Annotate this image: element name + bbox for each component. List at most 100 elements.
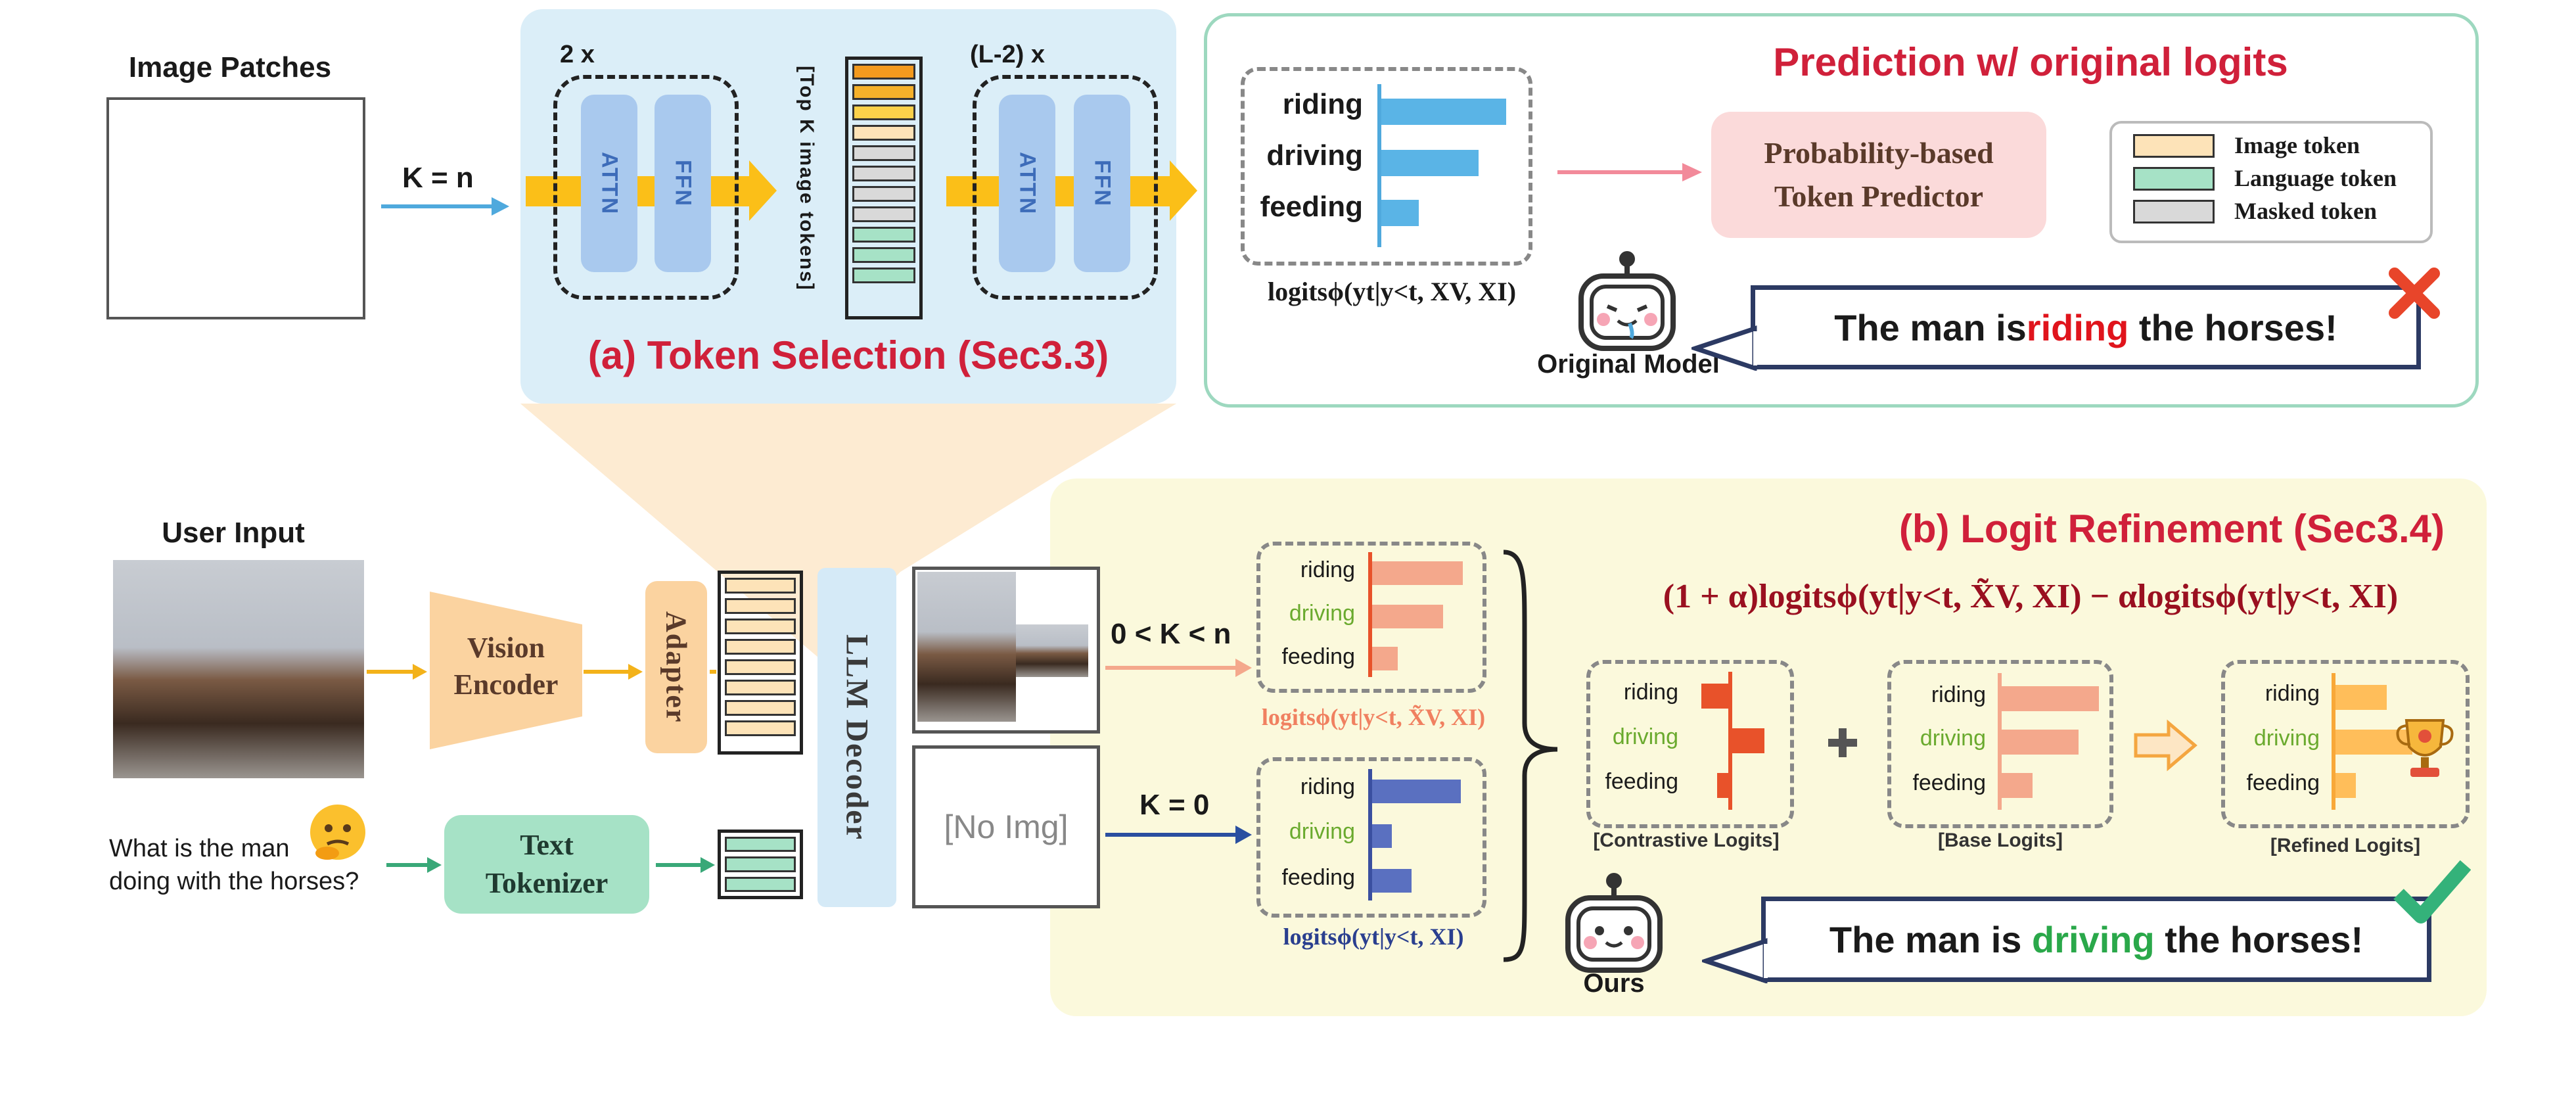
base-logits-label: logitsϕ(yt|y<t, XI) bbox=[1283, 924, 1464, 950]
token-predictor-line-1: Probability-based bbox=[1764, 136, 1994, 170]
llm-decoder-block: LLM Decoder bbox=[817, 568, 896, 907]
legend-swatch-masked bbox=[2133, 200, 2215, 223]
prediction-logits-label: logitsϕ(yt|y<t, XV, XI) bbox=[1267, 277, 1517, 306]
base-bar-axis bbox=[1998, 673, 2002, 810]
contrastive-logits-caption: [Contrastive Logits] bbox=[1593, 830, 1780, 851]
refined-logits-caption: [Refined Logits] bbox=[2270, 835, 2421, 856]
refined-bar-feeding bbox=[2335, 773, 2356, 798]
contrastive-bar-feeding bbox=[1717, 773, 1730, 798]
masked-image-patches bbox=[917, 572, 1016, 722]
masked-image-patches-right bbox=[1016, 624, 1088, 677]
thinking-face-icon bbox=[310, 805, 365, 860]
legend-swatch-language bbox=[2133, 167, 2215, 191]
user-question-line-2: doing with the horses? bbox=[109, 868, 359, 895]
vision-encoder-line-2: Encoder bbox=[453, 668, 559, 701]
correct-check-icon bbox=[2393, 860, 2471, 924]
base-bar-driving bbox=[2002, 730, 2079, 755]
noimg-bar-label-2: driving bbox=[1289, 819, 1355, 844]
legend-swatch-image bbox=[2133, 134, 2215, 158]
legend-label-language: Language token bbox=[2234, 165, 2397, 191]
user-question-line-1: What is the man bbox=[109, 835, 290, 862]
adapter-block: Adapter bbox=[645, 581, 707, 753]
legend-label-masked: Masked token bbox=[2234, 198, 2378, 224]
masked-bar-axis bbox=[1368, 552, 1372, 677]
ours-answer-bubble: The man is driving the horses! bbox=[1761, 897, 2431, 982]
contrastive-bar-label-2: driving bbox=[1612, 724, 1678, 749]
attn-block-first: ATTN bbox=[581, 95, 637, 272]
no-image-box: [No Img] bbox=[912, 745, 1100, 908]
image-token-column bbox=[718, 571, 803, 755]
masked-bar-label-2: driving bbox=[1289, 601, 1355, 626]
vision-encoder-label: Vision Encoder bbox=[430, 630, 582, 703]
refined-logits-chart: riding driving feeding bbox=[2221, 660, 2470, 828]
legend-label-image: Image token bbox=[2234, 132, 2360, 158]
original-model-label: Original Model bbox=[1537, 350, 1720, 379]
ours-answer-word: driving bbox=[2032, 918, 2155, 960]
token-predictor-box: Probability-based Token Predictor bbox=[1711, 112, 2046, 238]
attn-block-second: ATTN bbox=[999, 95, 1055, 272]
masked-bar-feeding bbox=[1372, 647, 1398, 670]
vision-encoder-line-1: Vision bbox=[467, 632, 545, 664]
language-token-column bbox=[718, 830, 803, 899]
refined-logits-box bbox=[2221, 660, 2470, 828]
pred-bar-riding bbox=[1381, 99, 1506, 125]
base-logits-box-2 bbox=[1887, 660, 2113, 828]
ffn-block-second: FFN bbox=[1074, 95, 1130, 272]
panel-a-title: (a) Token Selection (Sec3.3) bbox=[587, 333, 1109, 377]
ffn-block-first: FFN bbox=[655, 95, 711, 272]
masked-bar-driving bbox=[1372, 605, 1443, 628]
original-answer-bubble: The man is riding the horses! bbox=[1751, 285, 2421, 369]
noimg-bar-label-1: riding bbox=[1300, 774, 1355, 799]
pred-bar-label-3: feeding bbox=[1260, 191, 1363, 223]
base-logits-box bbox=[1256, 757, 1486, 918]
prediction-logits-box bbox=[1241, 67, 1532, 266]
masked-logits-box bbox=[1256, 542, 1486, 693]
contrastive-bar-driving bbox=[1730, 728, 1764, 753]
noimg-bar-feeding bbox=[1372, 869, 1412, 893]
block-group-second bbox=[973, 75, 1158, 300]
text-tokenizer-line-1: Text bbox=[520, 829, 574, 861]
token-predictor-line-2: Token Predictor bbox=[1774, 179, 1984, 213]
block-group-first bbox=[553, 75, 739, 300]
masked-logits-label: logitsϕ(yt|y<t, X̃V, XI) bbox=[1261, 704, 1486, 730]
pred-bar-label-2: driving bbox=[1266, 139, 1363, 172]
refined-bar-label-3: feeding bbox=[2246, 770, 2320, 795]
refinement-formula: (1 + α)logitsϕ(yt|y<t, X̃V, XI) − αlogit… bbox=[1663, 578, 2399, 615]
noimg-bar-axis bbox=[1368, 769, 1372, 900]
contrastive-bar-riding bbox=[1701, 684, 1730, 709]
original-model-robot-icon bbox=[1578, 251, 1676, 351]
noimg-bar-label-3: feeding bbox=[1281, 865, 1355, 890]
user-input-label: User Input bbox=[162, 517, 305, 549]
trophy-icon bbox=[2396, 719, 2454, 777]
masked-bar-label-3: feeding bbox=[1281, 644, 1355, 669]
panel-b-title: (b) Logit Refinement (Sec3.4) bbox=[1898, 507, 2445, 551]
noimg-bar-riding bbox=[1372, 780, 1461, 803]
text-tokenizer-block: Text Tokenizer bbox=[444, 815, 649, 914]
base-bar-label-1: riding bbox=[1931, 682, 1986, 707]
contrastive-bar-label-1: riding bbox=[1623, 680, 1678, 705]
noimg-logits-chart: riding driving feeding bbox=[1256, 757, 1486, 915]
vision-encoder-block bbox=[430, 592, 582, 749]
masked-logits-chart: riding driving feeding bbox=[1256, 542, 1486, 693]
text-tokenizer-line-2: Tokenizer bbox=[485, 867, 609, 899]
pred-bar-feeding bbox=[1381, 200, 1419, 226]
prediction-title: Prediction w/ original logits bbox=[1773, 40, 2288, 84]
k-n-label: K = n bbox=[402, 162, 474, 194]
bubble-tail bbox=[1691, 325, 1757, 371]
user-question: What is the man doing with the horses? bbox=[109, 832, 359, 898]
contrastive-logits-chart: riding driving feeding bbox=[1586, 660, 1794, 828]
masked-bar-riding bbox=[1372, 561, 1463, 585]
pred-bar-axis bbox=[1377, 84, 1381, 247]
user-input-picture bbox=[113, 560, 364, 778]
pred-bar-label-1: riding bbox=[1282, 88, 1363, 120]
contrastive-bar-label-3: feeding bbox=[1605, 769, 1678, 794]
contrastive-logits-box bbox=[1586, 660, 1794, 828]
masked-bar-label-1: riding bbox=[1300, 557, 1355, 582]
refined-bar-axis bbox=[2332, 673, 2335, 810]
image-patches-label: Image Patches bbox=[128, 51, 332, 83]
base-bar-label-3: feeding bbox=[1912, 770, 1986, 795]
repeat-first-label: 2 x bbox=[560, 41, 595, 68]
ours-bubble-tail bbox=[1702, 938, 1768, 983]
base-logits-caption: [Base Logits] bbox=[1937, 830, 2063, 851]
wrong-cross-icon bbox=[2389, 268, 2440, 319]
